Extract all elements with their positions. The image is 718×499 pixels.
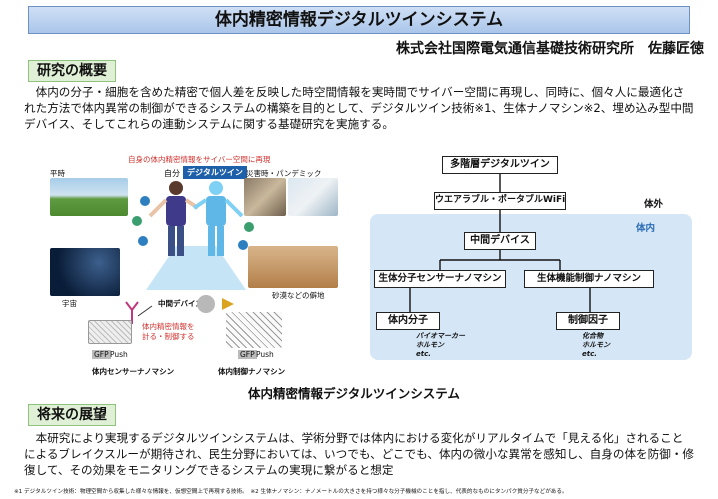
example-item: ホルモン [416, 341, 444, 349]
gfp-tag-right: GFP [238, 350, 257, 359]
example-item: バイオマーカー [416, 332, 465, 340]
space-photo [50, 248, 120, 296]
illustration-heading: 自身の体内精密情報をサイバー空間に再現 [128, 155, 271, 164]
organ-icon [238, 240, 248, 250]
sensor-nanomachine-label: 体内センサーナノマシン [92, 367, 175, 376]
middle-device-box: 中間デバイス [464, 232, 536, 250]
concept-illustration: 自身の体内精密情報をサイバー空間に再現 自分 デジタルツイン 平時 災害時・パン… [48, 152, 340, 380]
pandemic-photo [288, 178, 338, 216]
overview-text: 体内の分子・細胞を含めた精密で個人差を反映した時空間情報を実時間でサイバー空間に… [24, 85, 694, 131]
cell-icon [132, 216, 142, 226]
control-nanomachine-box: 生体機能制御ナノマシン [524, 270, 654, 288]
biomolecule-box: 体内分子 [376, 312, 440, 330]
example-item: 化合物 [582, 332, 603, 340]
overview-heading: 研究の概要 [28, 60, 116, 82]
control-nanomachine-label: 体内制御ナノマシン [218, 367, 286, 376]
future-heading: 将来の展望 [28, 404, 116, 426]
protein-icon [244, 222, 254, 232]
control-factor-box: 制御因子 [556, 312, 620, 330]
human-figures [146, 181, 246, 290]
page-title: 体内精密情報デジタルツインシステム [28, 6, 690, 34]
dna-icon [138, 236, 148, 246]
sensor-mesh [88, 320, 132, 344]
control-factor-examples: 化合物 ホルモン etc. [582, 332, 610, 359]
figure-caption: 体内精密情報デジタルツインシステム [248, 386, 460, 401]
molecule-icon [140, 196, 150, 206]
space-label: 宇宙 [62, 299, 77, 308]
system-diagram: 多階層デジタルツイン ウエアラブル・ポータブルWiFi 体外 体内 中間デバイス… [370, 152, 692, 362]
multilayer-twin-box: 多階層デジタルツイン [442, 156, 558, 174]
footnote: ※1 デジタルツイン技術：物理空間から収集した様々な情報を、仮想空間上で再現する… [14, 489, 568, 495]
wearable-wifi-box: ウエアラブル・ポータブルWiFi [434, 192, 566, 210]
biomolecule-examples: バイオマーカー ホルモン etc. [416, 332, 465, 359]
disaster-photo [244, 178, 286, 216]
digital-twin-label: デジタルツイン [183, 166, 247, 179]
author-affiliation: 株式会社国際電気通信基礎技術研究所 佐藤匠徳 [396, 41, 704, 57]
push-tag-left: Push [110, 350, 128, 359]
future-text: 本研究により実現するデジタルツインシステムは、学術分野では体内における変化がリア… [24, 431, 695, 477]
diagram-connectors [409, 174, 591, 312]
inside-body-label: 体内 [636, 223, 656, 234]
example-item: etc. [582, 350, 597, 358]
example-item: etc. [416, 350, 431, 358]
push-tag-right: Push [256, 350, 274, 359]
desert-photo [248, 246, 338, 288]
gfp-tag-left: GFP [92, 350, 111, 359]
self-label: 自分 [164, 169, 180, 178]
device-label: 中間デバイス [158, 299, 203, 308]
sensor-nanomachine-box: 生体分子センサーナノマシン [374, 270, 506, 288]
example-item: ホルモン [582, 341, 610, 349]
control-lattice [226, 312, 282, 348]
outside-body-label: 体外 [644, 199, 664, 210]
park-photo [50, 178, 128, 216]
normal-time-label: 平時 [50, 169, 65, 178]
disaster-label: 災害時・パンデミック [246, 169, 322, 178]
measure-control-text: 体内精密情報を 計る・制御する [142, 322, 195, 341]
device-graphics [125, 295, 234, 324]
desert-label: 砂漠などの僻地 [272, 291, 325, 300]
